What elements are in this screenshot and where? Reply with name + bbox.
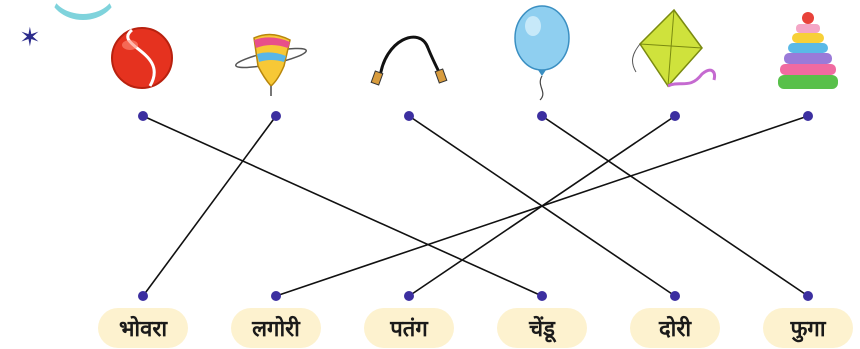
word-label: पतंग: [364, 308, 454, 348]
word-dot[interactable]: [404, 291, 414, 301]
word-dot[interactable]: [138, 291, 148, 301]
balloon-icon: [514, 5, 570, 101]
picture-dot[interactable]: [404, 111, 414, 121]
match-line: [275, 115, 809, 297]
picture-dot[interactable]: [670, 111, 680, 121]
match-line: [541, 115, 809, 297]
word-label: भोवरा: [98, 308, 188, 348]
picture-dot[interactable]: [271, 111, 281, 121]
word-label: दोरी: [630, 308, 720, 348]
spinning-top-icon: [235, 33, 307, 96]
string-icon: [370, 35, 448, 86]
word-dot[interactable]: [537, 291, 547, 301]
corner-decoration: [48, 0, 118, 20]
match-line: [142, 115, 277, 297]
word-dot[interactable]: [670, 291, 680, 301]
ring-stack-icon: [778, 12, 838, 89]
match-line: [142, 115, 543, 297]
word-label: चेंडू: [497, 308, 587, 348]
word-label: फुगा: [763, 308, 853, 348]
picture-dot[interactable]: [803, 111, 813, 121]
word-dot[interactable]: [803, 291, 813, 301]
kite-icon: [632, 8, 716, 88]
match-dots: [138, 111, 813, 301]
picture-dot[interactable]: [537, 111, 547, 121]
word-dot[interactable]: [271, 291, 281, 301]
picture-dot[interactable]: [138, 111, 148, 121]
instruction-marker-icon: ✶: [19, 23, 41, 53]
word-label: लगोरी: [231, 308, 321, 348]
match-lines: [142, 115, 809, 297]
ball-icon: [111, 27, 173, 89]
